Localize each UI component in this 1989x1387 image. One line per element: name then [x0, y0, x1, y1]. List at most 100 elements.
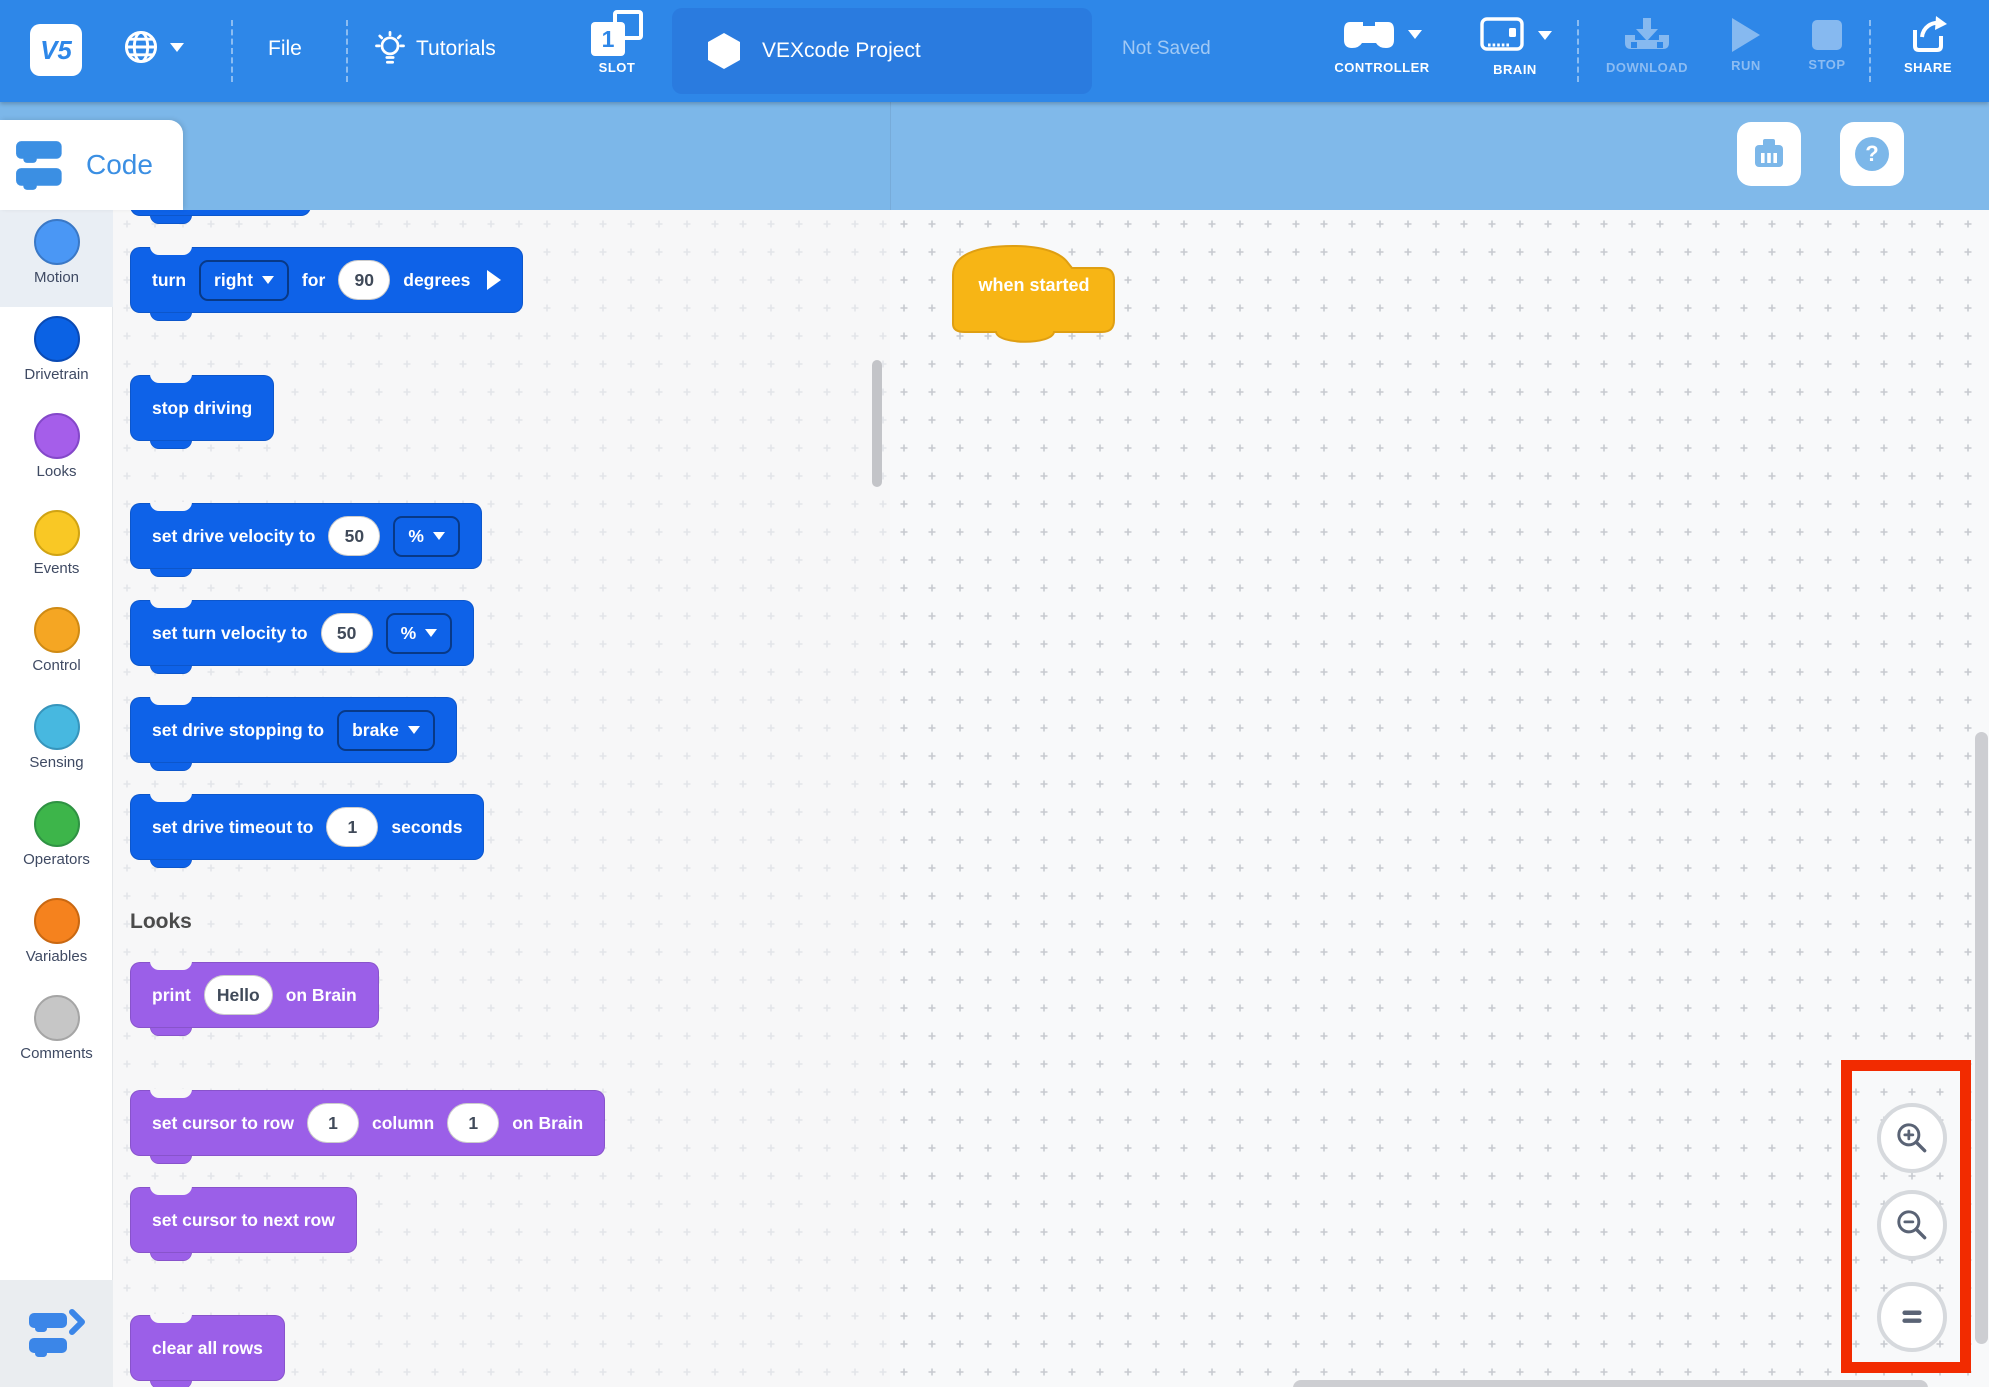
download-icon — [1625, 18, 1669, 49]
project-name: VEXcode Project — [762, 39, 921, 62]
canvas-horizontal-scrollbar[interactable] — [1293, 1380, 1928, 1387]
project-name-field[interactable]: VEXcode Project — [672, 8, 1092, 94]
stop-icon — [1812, 20, 1842, 50]
help-button[interactable]: ? — [1840, 122, 1904, 186]
block-label: for — [301, 269, 326, 290]
slot-number: 1 — [591, 22, 625, 56]
zoom-out-button[interactable] — [1877, 1190, 1947, 1260]
zoom-in-icon — [1897, 1123, 1927, 1153]
run-icon — [1732, 18, 1760, 52]
brain-label: BRAIN — [1493, 62, 1537, 77]
file-menu[interactable]: File — [268, 37, 302, 60]
sidebar-item-sensing[interactable]: Sensing — [0, 695, 113, 792]
palette-block[interactable]: stop driving — [130, 374, 275, 449]
toolbar-divider — [346, 20, 348, 82]
block-dropdown-value: % — [400, 622, 417, 643]
caret-down-icon — [1538, 30, 1552, 40]
canvas-dot-grid — [890, 210, 1989, 1387]
palette-block[interactable]: turn right for 90 degrees — [130, 246, 524, 321]
sidebar-item-drivetrain[interactable]: Drivetrain — [0, 307, 113, 404]
toolbar-divider — [1577, 20, 1579, 82]
category-circle-icon — [33, 801, 80, 847]
palette-block[interactable]: set turn velocity to 50% — [130, 599, 475, 674]
vex-logo[interactable]: V5 — [30, 24, 82, 76]
sidebar-item-control[interactable]: Control — [0, 598, 113, 695]
zoom-in-button[interactable] — [1877, 1103, 1947, 1173]
block-label: clear all rows — [152, 1337, 263, 1358]
globe-icon — [124, 30, 158, 64]
expand-arrow-icon[interactable] — [487, 270, 502, 290]
devices-button[interactable] — [1737, 122, 1801, 186]
palette-scrollbar[interactable] — [872, 360, 882, 487]
slot-button[interactable]: 1 SLOT — [586, 10, 648, 75]
category-label: Motion — [33, 269, 80, 286]
zoom-reset-button[interactable] — [1877, 1282, 1947, 1352]
block-label: set turn velocity to — [152, 622, 308, 643]
category-label: Variables — [25, 948, 88, 965]
block-value-input[interactable]: 1 — [447, 1103, 500, 1143]
toolbar-divider — [231, 20, 233, 82]
run-button[interactable]: RUN — [1718, 18, 1774, 73]
block-value-input[interactable]: 50 — [328, 516, 381, 556]
block-label: seconds — [391, 816, 463, 837]
block-dropdown[interactable]: % — [385, 612, 453, 654]
hexagon-icon — [708, 33, 740, 69]
block-palette: turnrightturnrightfor90degreesstop drivi… — [113, 210, 890, 1387]
controller-label: CONTROLLER — [1334, 60, 1430, 75]
block-label: degrees — [403, 269, 471, 290]
block-dropdown[interactable]: % — [393, 515, 460, 557]
zoom-out-icon — [1897, 1210, 1927, 1240]
sidebar-item-motion[interactable]: Motion — [0, 210, 113, 307]
language-menu[interactable] — [124, 30, 184, 64]
palette-block[interactable]: clear all rows — [130, 1314, 285, 1387]
block-label: turn — [152, 269, 187, 290]
block-label: stop driving — [152, 397, 253, 418]
canvas-vertical-scrollbar[interactable] — [1975, 732, 1988, 1344]
palette-toggle-button[interactable] — [0, 1280, 113, 1387]
palette-block[interactable]: set cursor to next row — [130, 1186, 357, 1261]
sidebar-item-comments[interactable]: Comments — [0, 986, 113, 1083]
block-value-input[interactable]: 50 — [320, 613, 373, 653]
block-dropdown[interactable]: brake — [337, 709, 435, 751]
block-label: column — [371, 1112, 435, 1133]
share-label: SHARE — [1903, 60, 1952, 75]
brain-icon — [1480, 17, 1524, 51]
category-circle-icon — [33, 995, 80, 1041]
tab-code[interactable]: Code — [0, 120, 183, 210]
workspace-header-tint — [890, 102, 1989, 210]
tutorials-label: Tutorials — [416, 37, 496, 60]
block-value-input[interactable]: 90 — [338, 260, 391, 300]
canvas-workspace[interactable]: when started — [890, 210, 1989, 1387]
sidebar-item-variables[interactable]: Variables — [0, 889, 113, 986]
brain-button[interactable]: BRAIN — [1470, 16, 1560, 77]
block-dropdown[interactable]: right — [199, 259, 289, 301]
tutorials-button[interactable]: Tutorials — [374, 30, 496, 68]
block-value-input[interactable]: Hello — [203, 975, 273, 1015]
download-button[interactable]: DOWNLOAD — [1592, 16, 1702, 75]
controller-button[interactable]: CONTROLLER — [1322, 16, 1442, 75]
vex-logo-text: V5 — [40, 34, 72, 65]
controller-icon — [1344, 19, 1394, 48]
blocks-chevron-icon — [28, 1308, 85, 1357]
stop-button[interactable]: STOP — [1798, 20, 1856, 72]
sidebar-item-operators[interactable]: Operators — [0, 792, 113, 889]
share-button[interactable]: SHARE — [1888, 14, 1968, 75]
hat-block-label: when started — [978, 275, 1090, 295]
category-circle-icon — [33, 510, 80, 556]
toolbar-divider — [1869, 20, 1871, 82]
sidebar-item-looks[interactable]: Looks — [0, 404, 113, 501]
block-value-input[interactable]: 1 — [306, 1103, 359, 1143]
block-value-input[interactable]: 1 — [326, 807, 379, 847]
category-label: Events — [33, 560, 80, 577]
sidebar-item-events[interactable]: Events — [0, 501, 113, 598]
when-started-block[interactable]: when started — [952, 244, 1116, 348]
tab-code-label: Code — [86, 149, 153, 180]
